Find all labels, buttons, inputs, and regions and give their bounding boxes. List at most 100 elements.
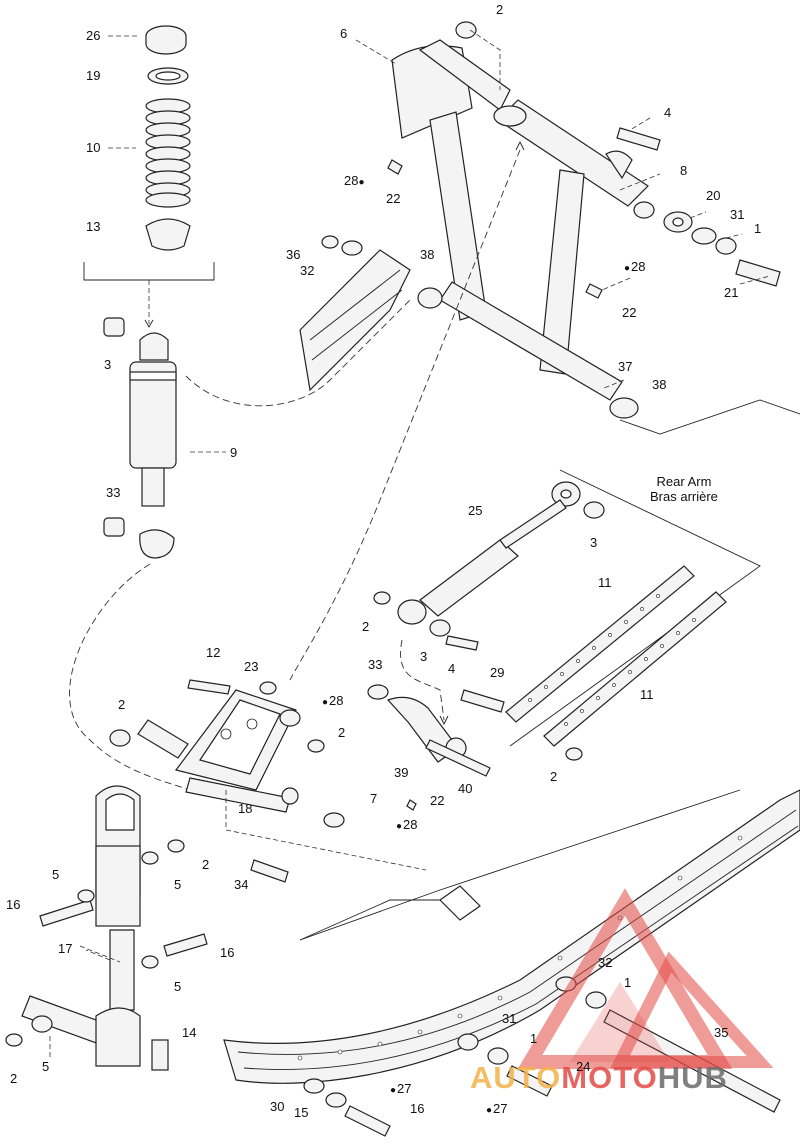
callout-number: 33	[106, 485, 121, 500]
oil-drop-icon: ●	[486, 1105, 493, 1116]
callout-label: 9	[230, 446, 237, 459]
callout-number: 38	[420, 247, 435, 262]
callout-label: 11	[640, 688, 654, 701]
spring-assembly	[83, 25, 226, 453]
callout-number: 5	[174, 877, 182, 892]
callout-number: 1	[624, 975, 632, 990]
callout-number: 22	[386, 191, 401, 206]
callout-label: 5	[174, 980, 181, 993]
callout-number: 1	[754, 221, 762, 236]
callout-label: 16	[220, 946, 234, 959]
callout-label: 22	[622, 306, 636, 319]
rear-shock-and-arms	[367, 469, 761, 811]
callout-label: 2	[362, 620, 369, 633]
callout-number: 5	[52, 867, 60, 882]
callout-label: 32	[598, 956, 612, 969]
callout-number: 17	[58, 941, 73, 956]
callout-label: 21	[724, 286, 738, 299]
callout-number: 20	[706, 188, 721, 203]
callout-label: 3	[104, 358, 111, 371]
callout-label: 1	[624, 976, 631, 989]
callout-number: 15	[294, 1105, 309, 1120]
callout-label: 20	[706, 189, 720, 202]
callout-label: 38	[420, 248, 434, 261]
callout-number: 7	[370, 791, 378, 806]
callout-number: 28	[403, 817, 418, 832]
callout-label: 17	[58, 942, 72, 955]
callout-label: 5	[42, 1060, 49, 1073]
callout-number: 26	[86, 28, 101, 43]
callout-number: 24	[576, 1059, 591, 1074]
watermark-part-hub: HUB	[657, 1060, 728, 1095]
callout-label: 33	[106, 486, 120, 499]
callout-number: 18	[238, 801, 253, 816]
callout-number: 8	[680, 163, 688, 178]
callout-number: 5	[174, 979, 182, 994]
callout-number: 21	[724, 285, 739, 300]
callout-number: 27	[397, 1081, 412, 1096]
oil-drop-icon: ●	[396, 821, 403, 832]
rear-arm-note: Rear Arm Bras arrière	[650, 474, 718, 504]
callout-number: 28	[631, 259, 646, 274]
callout-number: 9	[230, 445, 238, 460]
callout-label: 14	[182, 1026, 196, 1039]
callout-number: 2	[118, 697, 126, 712]
callout-number: 32	[598, 955, 613, 970]
callout-number: 29	[490, 665, 505, 680]
callout-number: 33	[368, 657, 383, 672]
callout-number: 37	[618, 359, 633, 374]
callout-label: 19	[86, 69, 100, 82]
callout-number: 11	[640, 687, 654, 702]
callout-number: 2	[338, 725, 346, 740]
callout-number: 2	[550, 769, 558, 784]
callout-number: 19	[86, 68, 101, 83]
callout-label: 10	[86, 141, 100, 154]
watermark-part-moto: MOTO	[561, 1060, 658, 1095]
callout-number: 16	[6, 897, 21, 912]
callout-number: 3	[590, 535, 598, 550]
callout-number: 36	[286, 247, 301, 262]
callout-number: 38	[652, 377, 667, 392]
callout-number: 40	[458, 781, 473, 796]
callout-number: 23	[244, 659, 259, 674]
callout-label: 1	[530, 1032, 537, 1045]
callout-label: 18	[238, 802, 252, 815]
callout-label: 2	[202, 858, 209, 871]
callout-label: ●28	[624, 260, 646, 274]
callout-label: 29	[490, 666, 504, 679]
oil-drop-icon: ●	[390, 1085, 397, 1096]
watermark-logo	[517, 888, 774, 1069]
callout-label: 12	[206, 646, 220, 659]
coil-spring	[145, 98, 191, 208]
watermark-text: AUTOMOTOHUB	[470, 1060, 728, 1096]
callout-label: 2	[118, 698, 125, 711]
callout-label: 33	[368, 658, 382, 671]
callout-label: 31	[730, 208, 744, 221]
callout-label: 2	[550, 770, 557, 783]
callout-number: 2	[202, 857, 210, 872]
callout-label: 2	[10, 1072, 17, 1085]
callout-label: 31	[502, 1012, 516, 1025]
callout-label: 2	[496, 3, 503, 16]
callout-label: 28●	[344, 174, 366, 188]
callout-label: 37	[618, 360, 632, 373]
callout-number: 31	[502, 1011, 517, 1026]
callout-number: 35	[714, 1025, 729, 1040]
callout-number: 4	[448, 661, 456, 676]
callout-label: 22	[430, 794, 444, 807]
front-arm-frame	[289, 21, 800, 681]
callout-number: 28	[344, 173, 359, 188]
callout-number: 25	[468, 503, 483, 518]
callout-label: 1	[754, 222, 761, 235]
callout-label: 4	[448, 662, 455, 675]
callout-number: 22	[622, 305, 637, 320]
lower-bracket	[5, 785, 208, 1071]
oil-drop-icon: ●	[624, 263, 631, 274]
callout-label: 39	[394, 766, 408, 779]
callout-label: 32	[300, 264, 314, 277]
callout-label: 4	[664, 106, 671, 119]
callout-number: 28	[329, 693, 344, 708]
callout-label: ●28	[322, 694, 344, 708]
callout-label: 15	[294, 1106, 308, 1119]
callout-label: 40	[458, 782, 472, 795]
